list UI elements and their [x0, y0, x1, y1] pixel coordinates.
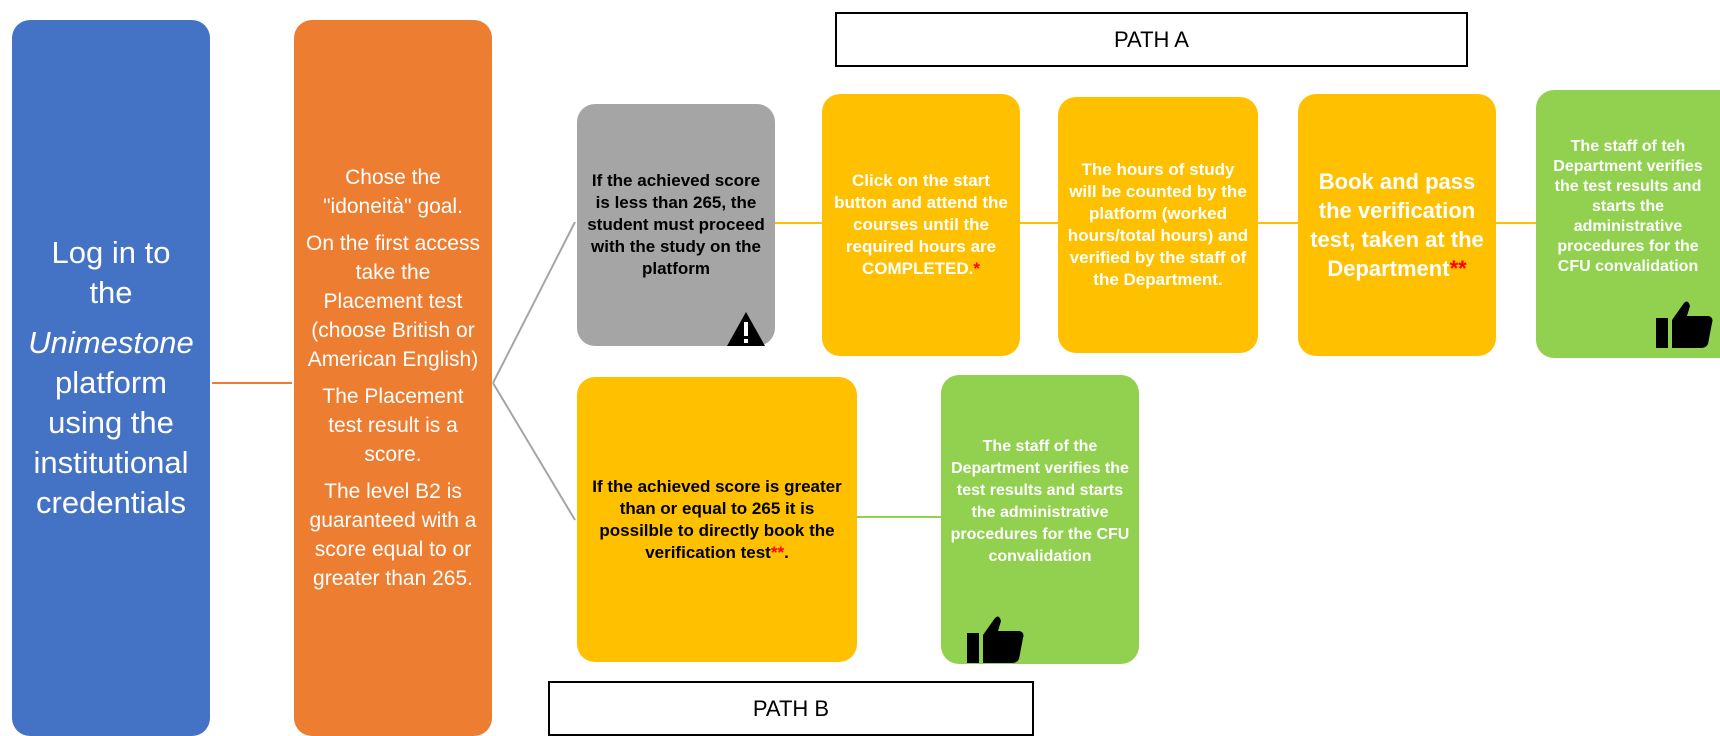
placement-text-2: On the first access take the Placement t… [306, 232, 480, 371]
login-line-4: platform using the institutional credent… [33, 365, 189, 520]
placement-text-3: The Placement test result is a score. [322, 385, 464, 466]
path-a-step-5-text: The staff of teh Department verifies the… [1553, 138, 1703, 275]
path-a-step-1: If the achieved score is less than 265, … [577, 104, 775, 346]
path-a-step-3-text: The hours of study will be counted by th… [1067, 160, 1249, 289]
thumbs-up-icon [1656, 301, 1713, 348]
path-b-step-2: The staff of the Department verifies the… [941, 375, 1139, 664]
login-line-1: Log in to [51, 235, 171, 270]
path-a-step-5: The staff of teh Department verifies the… [1536, 90, 1720, 358]
login-box: Log in to the Unimestone platform using … [12, 20, 210, 736]
path-a-step-2: Click on the start button and attend the… [822, 94, 1020, 356]
thumbs-up-icon [967, 616, 1024, 663]
placement-text-4: The level B2 is guaranteed with a score … [309, 480, 477, 590]
path-b-step-1-asterisks: ** [770, 542, 785, 562]
path-a-step-4-text-wrap: Book and pass the verification test, tak… [1308, 167, 1486, 283]
placement-box: Chose the "idoneità" goal. On the first … [294, 20, 492, 736]
path-b-step-1-text: If the achieved score is greater than or… [592, 476, 842, 562]
path-a-step-4-asterisks: ** [1449, 256, 1467, 281]
path-b-step-1-period: . [784, 542, 789, 562]
path-a-label: PATH A [835, 12, 1468, 67]
path-a-step-2-text-wrap: Click on the start button and attend the… [830, 170, 1012, 280]
path-b-step-1: If the achieved score is greater than or… [577, 377, 857, 662]
connector-placement-path-b [492, 382, 576, 521]
path-b-step-1-text-wrap: If the achieved score is greater than or… [589, 476, 845, 564]
path-b-step-2-text: The staff of the Department verifies the… [950, 437, 1130, 565]
path-a-step-4: Book and pass the verification test, tak… [1298, 94, 1496, 356]
warning-triangle-icon [727, 312, 765, 346]
path-a-step-4-text: Book and pass the verification test, tak… [1310, 169, 1484, 281]
path-a-step-1-text: If the achieved score is less than 265, … [587, 171, 765, 278]
path-b-label: PATH B [548, 681, 1034, 736]
login-line-2: the [89, 275, 133, 310]
placement-text-1: Chose the "idoneità" goal. [323, 166, 463, 218]
path-a-step-2-text: Click on the start button and attend the… [834, 171, 1008, 278]
login-line-3: Unimestone [28, 325, 194, 360]
path-a-step-2-asterisk: * [973, 259, 981, 278]
path-a-step-3: The hours of study will be counted by th… [1058, 97, 1258, 353]
connector-placement-path-a [492, 221, 576, 384]
